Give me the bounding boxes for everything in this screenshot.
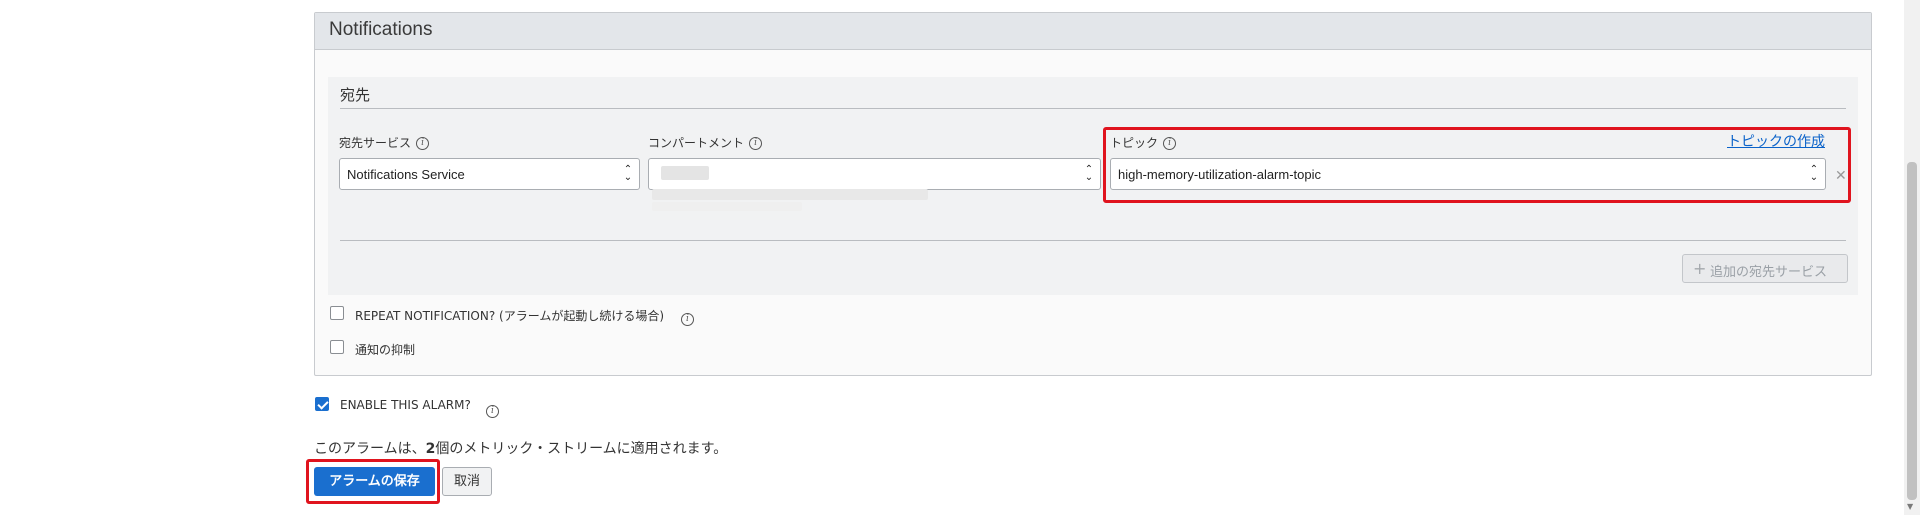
compartment-label-text: コンパートメント	[648, 136, 745, 150]
select-chevron-icon: ⌃⌄	[1809, 164, 1819, 183]
destination-service-value: Notifications Service	[347, 167, 465, 182]
save-alarm-button[interactable]: アラームの保存	[314, 467, 435, 496]
enable-alarm-info: i	[486, 401, 499, 420]
select-chevron-icon: ⌃⌄	[1084, 164, 1094, 183]
enable-alarm-checkbox[interactable]	[315, 397, 329, 411]
compartment-select[interactable]: ⌃⌄	[648, 158, 1101, 190]
suppress-notifications-label: 通知の抑制	[355, 343, 416, 357]
select-chevron-icon: ⌃⌄	[623, 164, 633, 183]
destination-bottom-divider	[340, 240, 1846, 241]
compartment-label: コンパートメント i	[648, 134, 763, 151]
close-icon[interactable]: ✕	[1835, 168, 1847, 184]
info-text-count: 2	[425, 441, 436, 457]
info-icon[interactable]: i	[416, 137, 430, 150]
topic-label: トピック i	[1110, 134, 1177, 151]
save-highlight-box	[306, 459, 440, 504]
info-icon[interactable]: i	[1163, 137, 1177, 150]
redacted-compartment-path-2	[652, 202, 802, 211]
notifications-panel-title: Notifications	[329, 19, 433, 40]
cancel-button[interactable]: 取消	[442, 467, 492, 496]
repeat-notification-info: i	[681, 309, 694, 328]
scroll-down-icon[interactable]: ▼	[1907, 502, 1914, 511]
info-icon[interactable]: i	[486, 405, 499, 418]
destination-service-label: 宛先サービス i	[339, 134, 430, 151]
repeat-notification-checkbox[interactable]	[330, 306, 344, 320]
topic-value: high-memory-utilization-alarm-topic	[1118, 167, 1322, 182]
create-topic-link[interactable]: トピックの作成	[1727, 134, 1825, 150]
redacted-compartment-path	[652, 189, 928, 200]
repeat-notification-label: REPEAT NOTIFICATION? (アラームが起動し続ける場合)	[355, 309, 665, 323]
redacted-compartment	[661, 166, 709, 180]
destination-section-title: 宛先	[340, 86, 371, 104]
topic-highlight-box	[1103, 127, 1851, 203]
metric-stream-info-text: このアラームは、2個のメトリック・ストリームに適用されます。	[314, 438, 727, 458]
destination-service-label-text: 宛先サービス	[339, 136, 412, 150]
enable-alarm-label: ENABLE THIS ALARM?	[340, 398, 471, 412]
scrollbar-thumb[interactable]	[1907, 162, 1917, 500]
plus-icon: +	[1693, 259, 1707, 278]
add-destination-service-button[interactable]: + 追加の宛先サービス	[1682, 254, 1848, 283]
suppress-notifications-checkbox[interactable]	[330, 340, 344, 354]
topic-label-text: トピック	[1110, 136, 1159, 150]
notifications-panel-header: Notifications	[315, 13, 1871, 50]
info-icon[interactable]: i	[681, 313, 694, 326]
topic-select[interactable]: high-memory-utilization-alarm-topic ⌃⌄	[1110, 158, 1826, 190]
destination-service-select[interactable]: Notifications Service ⌃⌄	[339, 158, 640, 190]
add-destination-service-label: 追加の宛先サービス	[1710, 265, 1828, 280]
info-icon[interactable]: i	[749, 137, 763, 150]
info-text-prefix: このアラームは、	[314, 441, 426, 457]
destination-divider	[340, 108, 1846, 109]
info-text-suffix: 個のメトリック・ストリームに適用されます。	[435, 441, 728, 457]
